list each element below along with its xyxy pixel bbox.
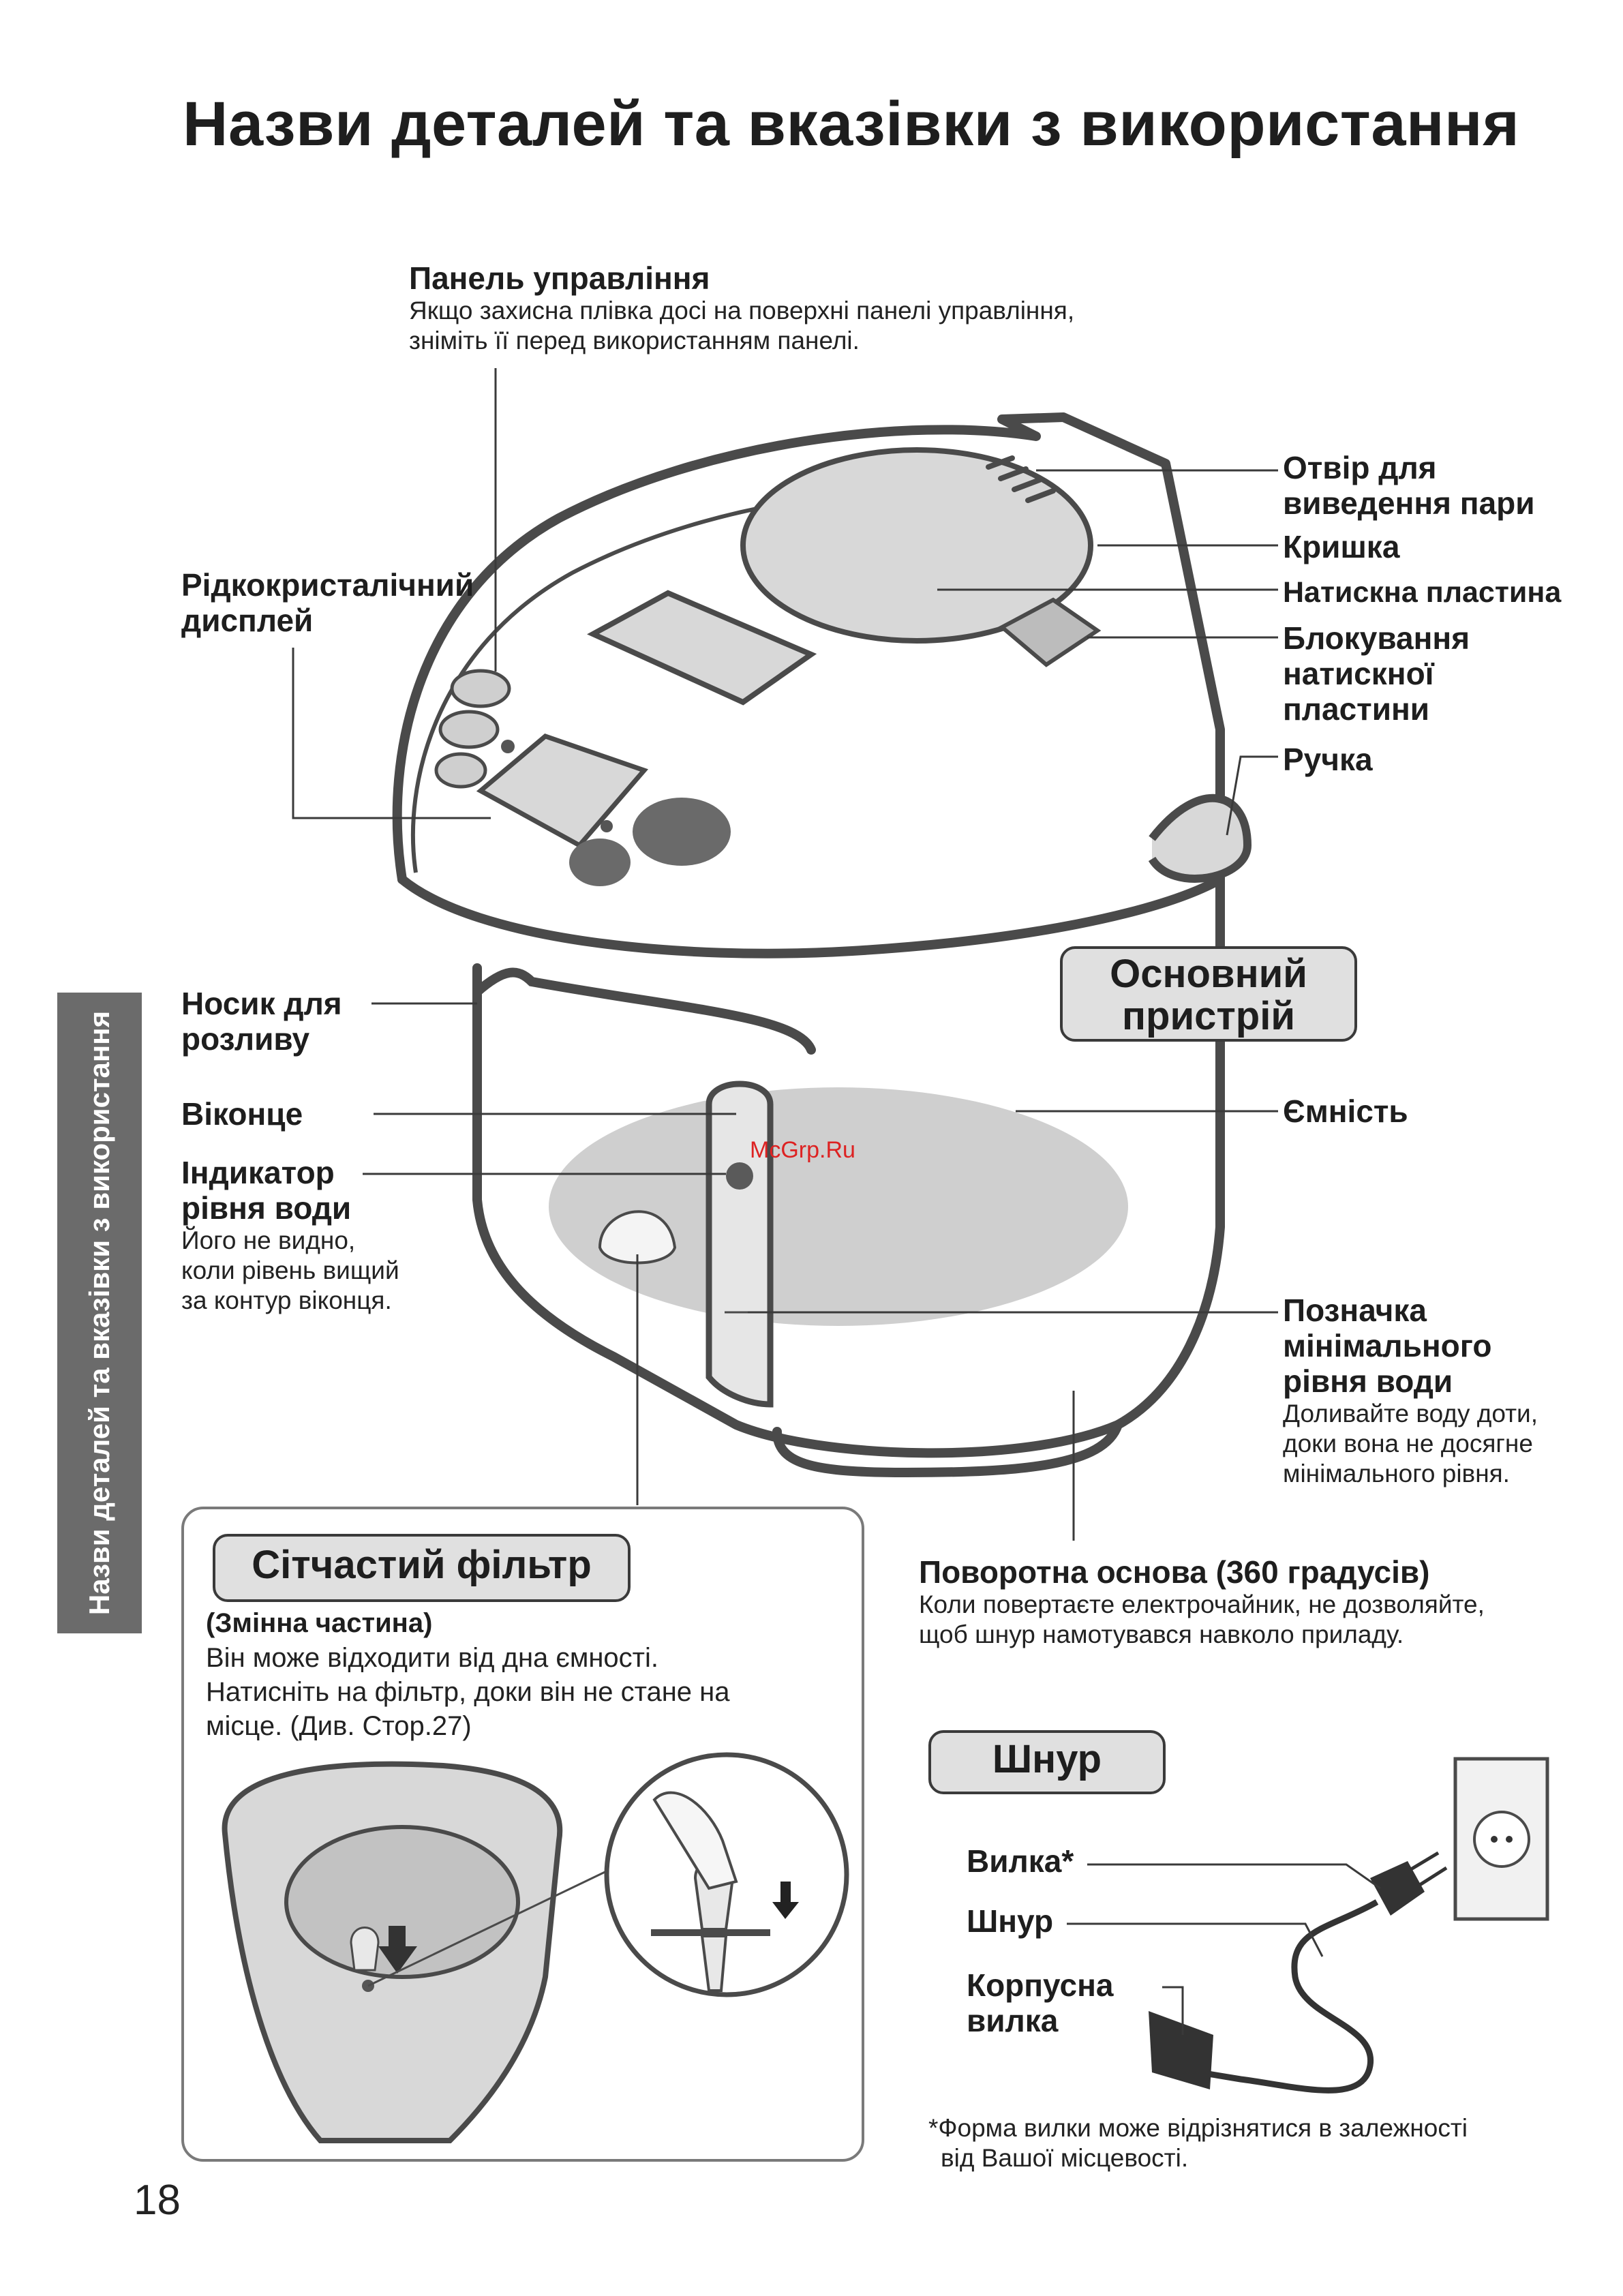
min-level-desc-3: мінімального рівня. bbox=[1283, 1460, 1510, 1487]
main-unit-badge: Основний пристрій bbox=[1060, 946, 1357, 1042]
filter-illustration bbox=[222, 1752, 849, 2143]
spout-label-1: Носик для bbox=[181, 986, 342, 1021]
lcd-callout: Рідкокристалічний дисплей bbox=[181, 567, 474, 638]
min-level-label-2: мінімального bbox=[1283, 1328, 1492, 1363]
steam-vent-callout: Отвір для виведення пари bbox=[1283, 450, 1535, 521]
watermark: McGrp.Ru bbox=[750, 1137, 855, 1163]
min-level-callout: Позначка мінімального рівня води Доливай… bbox=[1283, 1293, 1538, 1489]
control-panel-desc-1: Якщо захисна плівка досі на поверхні пан… bbox=[409, 297, 1075, 324]
appliance-plug-label-1: Корпусна bbox=[967, 1967, 1114, 2003]
unlock-button bbox=[569, 839, 631, 886]
lcd-label-1: Рідкокристалічний bbox=[181, 567, 474, 603]
steam-vent-label-2: виведення пари bbox=[1283, 485, 1535, 521]
lcd-label-2: дисплей bbox=[181, 603, 314, 638]
main-unit-label-2: пристрій bbox=[1122, 994, 1295, 1038]
cord-heading: Шнур bbox=[928, 1730, 1166, 1794]
base-outline bbox=[772, 1420, 1123, 1477]
window-label: Віконце bbox=[181, 1096, 303, 1132]
page-title: Назви деталей та вказівки з використання bbox=[183, 89, 1520, 159]
container-water bbox=[549, 1087, 1128, 1326]
control-panel-title: Панель управління bbox=[409, 260, 710, 296]
lid-label: Кришка bbox=[1283, 529, 1400, 564]
cord-label: Шнур bbox=[967, 1903, 1054, 1939]
spout-callout: Носик для розливу bbox=[181, 986, 342, 1057]
container-label: Ємність bbox=[1283, 1093, 1408, 1129]
body-outline bbox=[472, 881, 1225, 1458]
rotating-base-title: Поворотна основа (360 градусів) bbox=[919, 1554, 1430, 1590]
cord-wire bbox=[1199, 1899, 1379, 2094]
water-level-desc-3: за контур віконця. bbox=[181, 1286, 392, 1314]
leader-lines bbox=[292, 368, 1278, 1541]
appliance-plug-label-2: вилка bbox=[967, 2003, 1059, 2038]
window bbox=[706, 1081, 774, 1408]
handle bbox=[1148, 794, 1252, 883]
plate-lock-label-2: натискної bbox=[1283, 656, 1434, 691]
lid-outline bbox=[392, 412, 1225, 891]
spout-label-2: розливу bbox=[181, 1021, 310, 1057]
filter-heading: Сітчастий фільтр bbox=[213, 1534, 631, 1602]
lcd-display bbox=[476, 734, 649, 849]
plate-lock-label-3: пластини bbox=[1283, 691, 1430, 727]
min-level-desc-2: доки вона не досягне bbox=[1283, 1430, 1533, 1457]
plate-lock-callout: Блокування натискної пластини bbox=[1283, 620, 1470, 727]
rotating-base-desc-2: щоб шнур намотувався навколо приладу. bbox=[919, 1620, 1404, 1648]
water-level-callout: Індикатор рівня води Його не видно, коли… bbox=[181, 1155, 399, 1316]
indicator-dot-2 bbox=[601, 820, 613, 832]
control-panel-desc-2: зніміть її перед використанням панелі. bbox=[409, 327, 860, 354]
steam-vent-label-1: Отвір для bbox=[1283, 450, 1437, 485]
footnote-line-1: *Форма вилки може відрізнятися в залежно… bbox=[928, 2114, 1468, 2142]
water-level-label-2: рівня води bbox=[181, 1190, 352, 1226]
page-number: 18 bbox=[134, 2177, 181, 2224]
lid-rim bbox=[397, 875, 1225, 958]
plate-lock-label-1: Блокування bbox=[1283, 620, 1470, 656]
lid-disc bbox=[740, 447, 1093, 644]
water-level-label-1: Індикатор bbox=[181, 1155, 335, 1190]
plug-footnote: *Форма вилки може відрізнятися в залежно… bbox=[928, 2113, 1468, 2173]
filter-desc-1: Він може відходити від дна ємності. bbox=[206, 1643, 658, 1673]
filter-desc-3: місце. (Див. Стор.27) bbox=[206, 1711, 472, 1741]
water-level-desc-2: коли рівень вищий bbox=[181, 1256, 399, 1284]
control-panel-callout: Панель управління Якщо захисна плівка до… bbox=[409, 260, 1074, 356]
filter-subheading: (Змінна частина) bbox=[206, 1608, 433, 1638]
rotating-base-desc-1: Коли повертаєте електрочайник, не дозвол… bbox=[919, 1590, 1485, 1618]
filter-text: (Змінна частина) Він може відходити від … bbox=[206, 1605, 730, 1743]
filter-mesh bbox=[598, 1210, 677, 1265]
indicator-dot bbox=[501, 740, 515, 753]
side-tab: Назви деталей та вказівки з використання bbox=[57, 993, 142, 1633]
water-level-desc-1: Його не видно, bbox=[181, 1226, 356, 1254]
side-tab-label: Назви деталей та вказівки з використання bbox=[83, 1010, 115, 1616]
plug-label: Вилка* bbox=[967, 1843, 1074, 1879]
water-level-float bbox=[726, 1162, 753, 1190]
dispense-button bbox=[633, 798, 731, 866]
push-plate bbox=[587, 590, 817, 706]
filter-box bbox=[181, 1507, 864, 2162]
rotating-base-callout: Поворотна основа (360 градусів) Коли пов… bbox=[919, 1554, 1485, 1650]
filter-desc-2: Натисніть на фільтр, доки він не стане н… bbox=[206, 1677, 730, 1707]
panel-buttons bbox=[434, 669, 511, 789]
push-plate-label: Натискна пластина bbox=[1283, 576, 1562, 609]
steam-vent-slots bbox=[986, 455, 1056, 503]
spout bbox=[472, 967, 816, 1055]
plug-shape bbox=[1370, 1861, 1425, 1916]
min-level-label-1: Позначка bbox=[1283, 1293, 1427, 1328]
footnote-line-2: від Вашої місцевості. bbox=[941, 2144, 1189, 2172]
plate-lock bbox=[998, 597, 1102, 667]
main-unit-label-1: Основний bbox=[1110, 952, 1307, 996]
thermo-pot-drawing bbox=[392, 412, 1225, 1477]
min-level-label-3: рівня води bbox=[1283, 1363, 1453, 1399]
min-level-desc-1: Доливайте воду доти, bbox=[1283, 1400, 1538, 1428]
appliance-plug-callout: Корпусна вилка bbox=[967, 1967, 1113, 2038]
handle-label: Ручка bbox=[1283, 742, 1373, 777]
appliance-plug-shape bbox=[1149, 2011, 1213, 2089]
cord-illustration bbox=[1067, 1757, 1549, 2094]
